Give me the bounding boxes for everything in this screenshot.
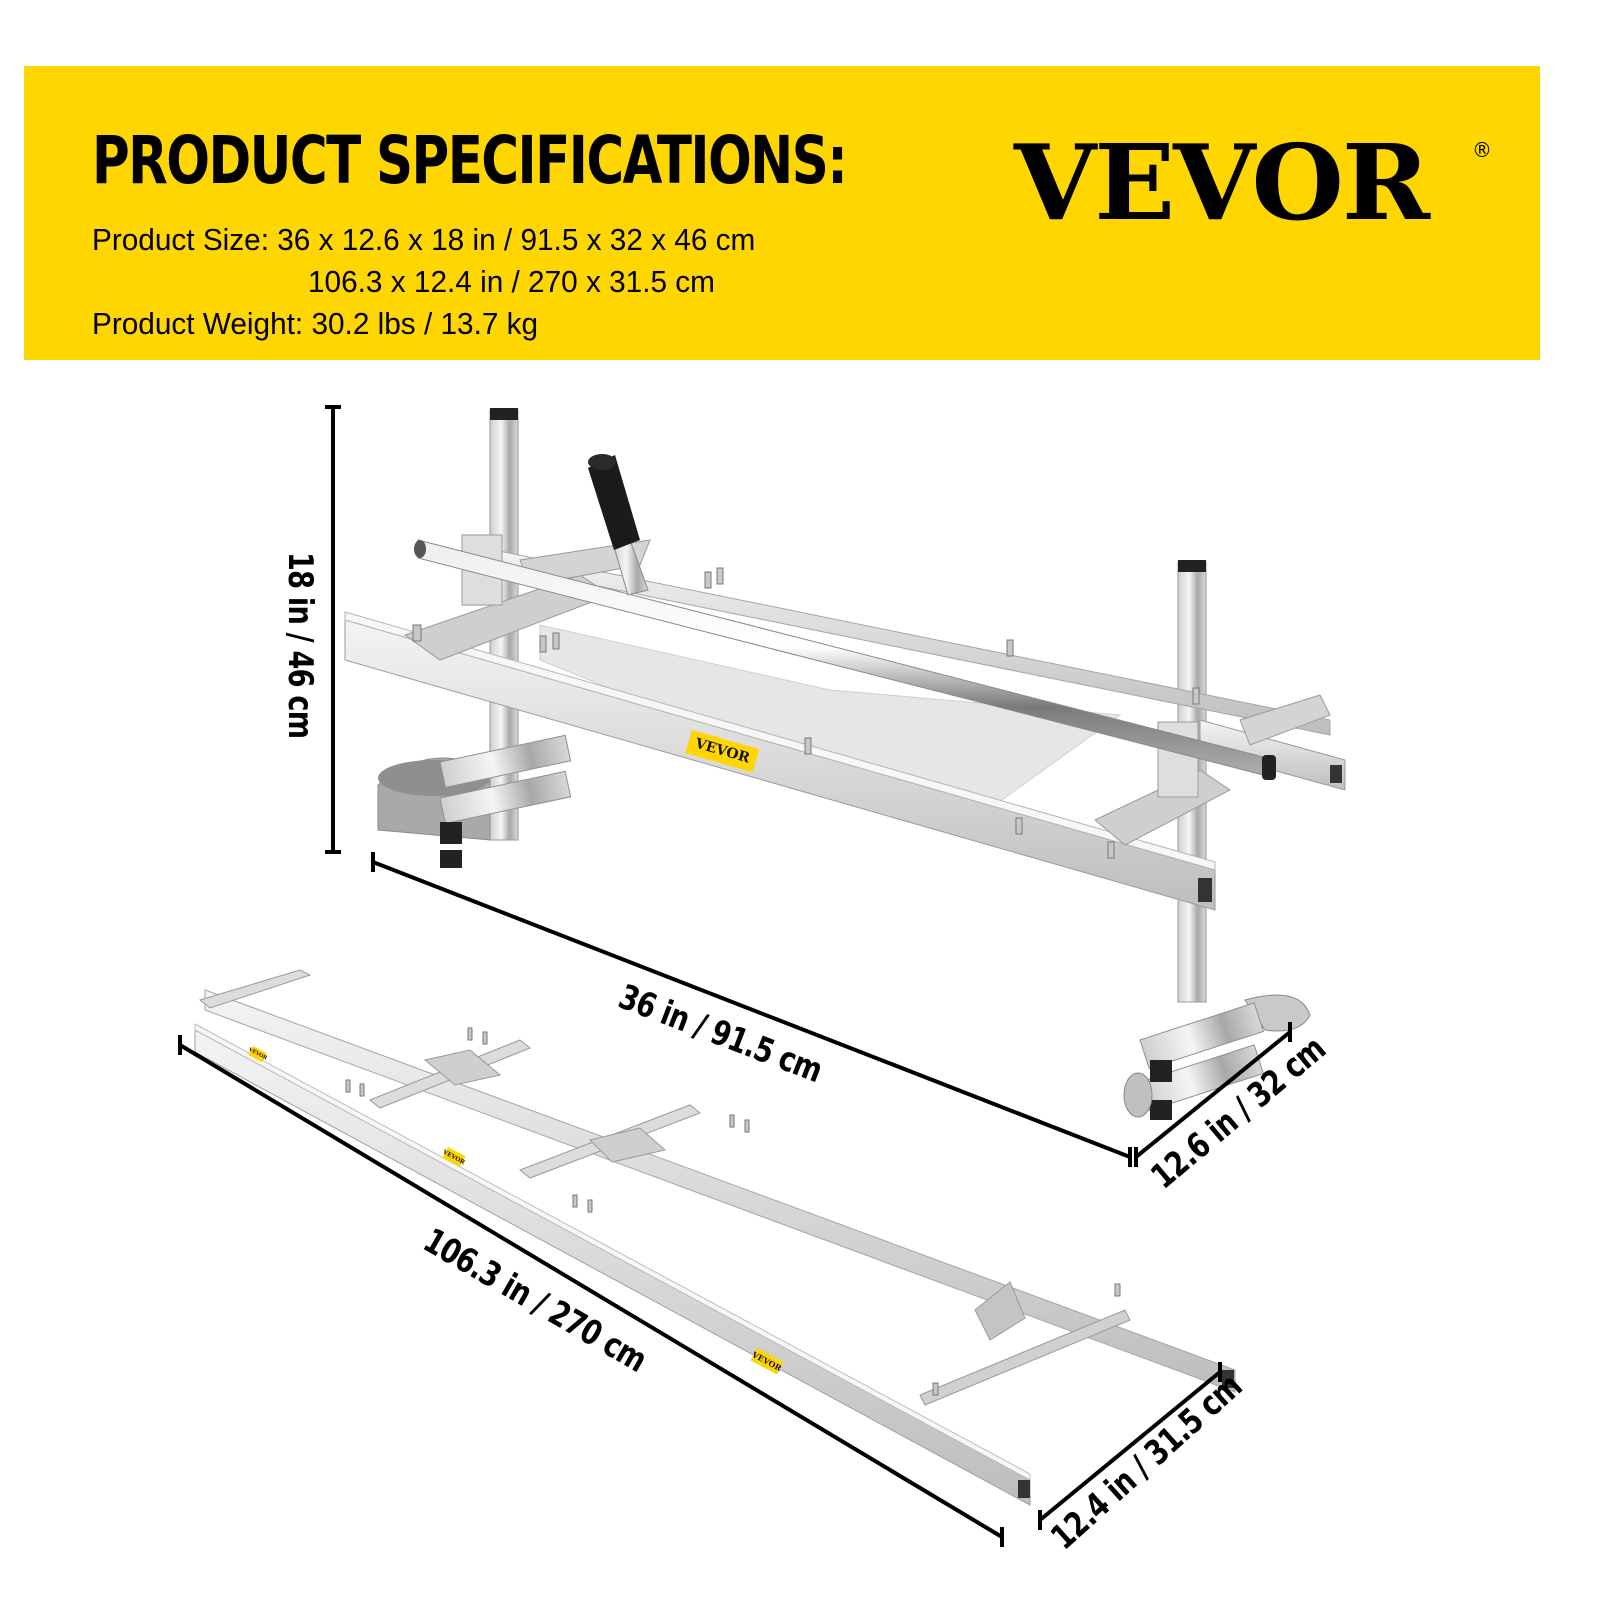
guide-rail-kit <box>194 969 1236 1506</box>
chainsaw-mill-assembled <box>344 408 1346 1120</box>
product-size-spec: Product Size: 36 x 12.6 x 18 in / 91.5 x… <box>92 222 756 257</box>
product-size-spec-rail: 106.3 x 12.4 in / 270 x 31.5 cm <box>308 264 715 299</box>
spec-banner: PRODUCT SPECIFICATIONS: Product Size: 36… <box>24 66 1540 360</box>
registered-mark: ® <box>1472 138 1492 162</box>
dimension-lines <box>178 405 1292 1547</box>
dimension-height-label: 18 in / 46 cm <box>280 552 320 739</box>
product-weight-spec: Product Weight: 30.2 lbs / 13.7 kg <box>92 306 539 341</box>
brand-logo: VEVOR <box>1014 121 1430 244</box>
page-title: PRODUCT SPECIFICATIONS: <box>92 122 848 199</box>
